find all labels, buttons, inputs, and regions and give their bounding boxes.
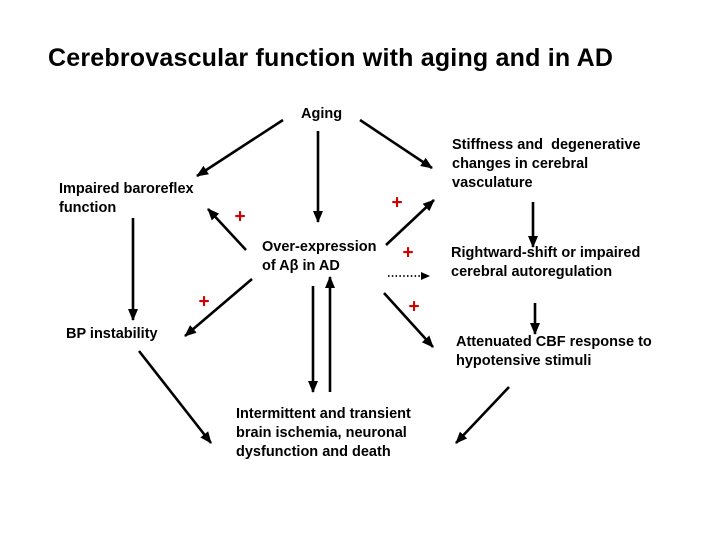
arrow-attenuated-cbf-to-intermittent-ischemia [455,386,510,444]
arrow-overexpression-to-bp-instability [184,278,253,337]
plus-sign-overexpression-to-bp: + [198,291,210,313]
plus-sign-overexpression-to-baroreflex: + [234,206,246,228]
arrow-overexpression-to-impaired-baroreflex [207,208,247,251]
arrow-aging-to-impaired-baroreflex [196,118,284,178]
node-attenuated-cbf-response: Attenuated CBF response to hypotensive s… [456,334,652,369]
node-stiffness-degenerative-changes: Stiffness and degenerative changes in ce… [452,137,641,191]
node-impaired-baroreflex-function: Impaired baroreflex function [59,181,194,216]
node-overexpression-abeta: Over-expression of Aβ in AD [262,239,377,274]
node-bp-instability: BP instability [66,326,158,342]
plus-sign-overexpression-to-rightward: + [402,242,414,264]
slide-title: Cerebrovascular function with aging and … [48,44,614,72]
arrow-bp-instability-to-intermittent-ischemia [137,350,213,444]
node-aging: Aging [301,106,343,122]
plus-sign-overexpression-to-stiffness: + [391,192,403,214]
arrow-overexpression-to-attenuated-cbf [383,292,434,348]
plus-sign-overexpression-to-attenuated: + [408,296,420,318]
arrow-overexpression-to-stiffness [385,199,435,246]
node-rightward-shift-autoregulation: Rightward-shift or impaired cerebral aut… [451,245,641,280]
arrow-aging-to-stiffness [359,118,433,170]
node-intermittent-brain-ischemia: Intermittent and transient brain ischemi… [236,406,411,460]
